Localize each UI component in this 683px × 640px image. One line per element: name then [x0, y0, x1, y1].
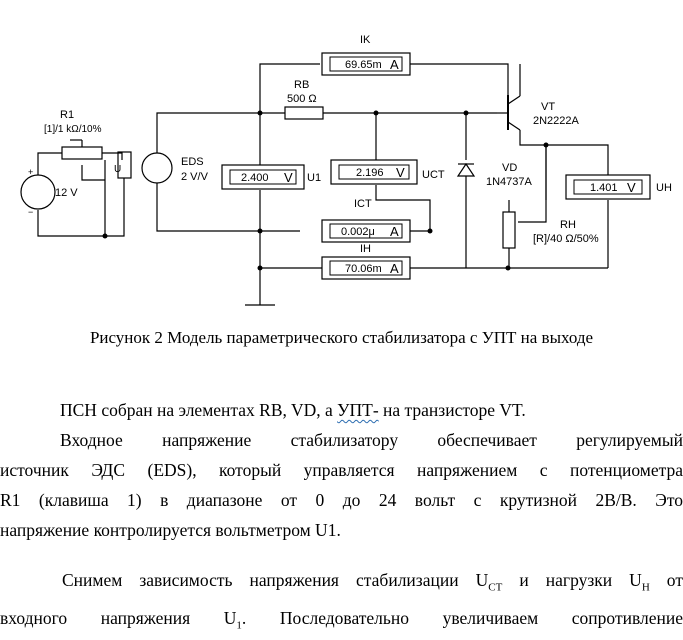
uh-label: UH — [656, 182, 672, 194]
p3-text-c: от — [650, 570, 683, 590]
uct-value: 2.196 — [356, 167, 384, 179]
p2-line-1: Входное напряжение стабилизатору обеспеч… — [0, 425, 683, 455]
p4-text-a: входного напряжения U — [0, 608, 236, 628]
eds-name: EDS — [181, 156, 204, 168]
source-voltage: 12 V — [55, 187, 78, 199]
r1-value: [1]/1 kΩ/10% — [44, 124, 102, 135]
ik-label: IK — [360, 34, 371, 46]
p3-line-2: входного напряжения U1. Последовательно … — [0, 603, 683, 640]
uct-label: UCT — [422, 169, 445, 181]
p1-text-c: на транзисторе VT. — [379, 400, 526, 420]
eds-source — [142, 153, 172, 183]
ih-value: 70.06m — [345, 263, 382, 275]
p3-text-b: и нагрузки U — [502, 570, 642, 590]
p1-text-upt: УПТ- — [337, 400, 379, 420]
p3-sub-h: Н — [642, 582, 650, 594]
ict-label: ICT — [354, 198, 372, 210]
dc-source-12v — [21, 175, 55, 209]
u1-unit: V — [284, 170, 293, 185]
uct-unit: V — [396, 165, 405, 180]
vd-name: VD — [502, 162, 517, 174]
p3-text-a: Снимем зависимость напряжения стабилизац… — [62, 570, 488, 590]
ih-label: IH — [360, 243, 371, 255]
ik-unit: A — [390, 57, 399, 72]
rb-name: RB — [294, 79, 309, 91]
eds-gain: 2 V/V — [181, 171, 209, 183]
vt-model: 2N2222A — [533, 115, 580, 127]
uh-unit: V — [627, 180, 636, 195]
ict-unit: A — [390, 224, 399, 239]
p2-line-2: источник ЭДС (EDS), который управляется … — [0, 455, 683, 485]
circuit-schematic: R1 [1]/1 kΩ/10% 12 V + − U EDS 2 V/V RB … — [0, 0, 683, 320]
vd-model: 1N4737A — [486, 176, 533, 188]
ih-unit: A — [390, 261, 399, 276]
paragraph-input-voltage: Входное напряжение стабилизатору обеспеч… — [0, 425, 683, 545]
u1-value: 2.400 — [241, 172, 269, 184]
p2-line-3: R1 (клавиша 1) в диапазоне от 0 до 24 во… — [0, 485, 683, 515]
paragraph-measurement: Снимем зависимость напряжения стабилизац… — [0, 565, 683, 640]
p3-line-1: Снимем зависимость напряжения стабилизац… — [0, 565, 683, 603]
figure-caption: Рисунок 2 Модель параметрического стабил… — [0, 328, 683, 348]
r1-potentiometer — [62, 147, 102, 159]
rh-name: RH — [560, 219, 576, 231]
svg-text:+: + — [28, 167, 33, 177]
uh-value: 1.401 — [590, 182, 618, 194]
rb-value: 500 Ω — [287, 93, 317, 105]
svg-text:−: − — [28, 207, 33, 217]
rh-resistor — [503, 212, 515, 248]
rh-value: [R]/40 Ω/50% — [533, 233, 599, 245]
rb-resistor — [285, 107, 323, 119]
r1-name: R1 — [60, 109, 74, 121]
p4-text-b: . Последовательно увеличиваем сопротивле… — [242, 608, 683, 628]
vt-name: VT — [541, 101, 555, 113]
p3-sub-ct: СТ — [488, 582, 502, 594]
p1-text-a: ПСН собран на элементах RB, VD, а — [60, 400, 337, 420]
p2-line-4: напряжение контролируется вольтметром U1… — [0, 515, 683, 545]
paragraph-psn: ПСН собран на элементах RB, VD, а УПТ- н… — [0, 395, 683, 425]
u-meter-label: U — [114, 164, 121, 175]
ik-value: 69.65m — [345, 59, 382, 71]
ict-value: 0.002μ — [341, 226, 375, 238]
u1-label: U1 — [307, 172, 321, 184]
